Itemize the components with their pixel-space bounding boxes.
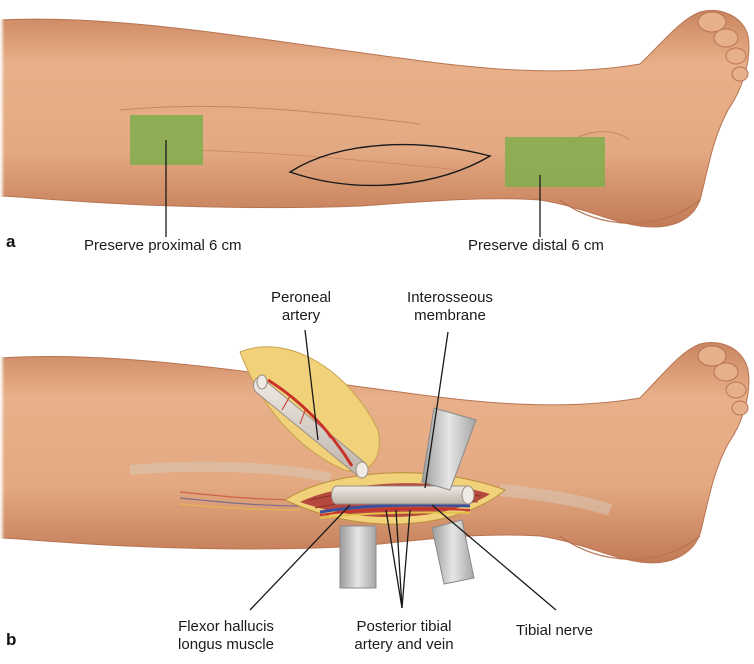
label-posterior-line2: artery and vein [354, 636, 454, 653]
retractor-top-right [421, 407, 477, 491]
label-peroneal-line1: Peroneal [270, 289, 332, 306]
label-flexor-line1: Flexor hallucis [178, 618, 274, 635]
label-peroneal-line2: artery [281, 307, 321, 324]
peroneal-leader-line [304, 329, 319, 441]
panel-a-leg [0, 10, 750, 237]
flexor-leader-line [249, 504, 351, 611]
preserve-distal-zone [505, 137, 605, 187]
posterior-tibial-leader-line-1 [385, 509, 403, 609]
incision-outline [288, 143, 492, 187]
label-tibial-nerve: Tibial nerve [516, 622, 593, 639]
posterior-tibial-leader-line-2 [395, 509, 403, 609]
peroneal-artery-vessel [267, 378, 354, 467]
label-interosseous-line2: membrane [414, 307, 486, 324]
label-peroneal-artery: Peroneal artery [264, 289, 338, 325]
label-flexor-line2: longus muscle [178, 636, 274, 653]
reflected-fat-flap [239, 346, 380, 472]
label-interosseous-membrane: Interosseous membrane [402, 289, 498, 325]
label-preserve-proximal: Preserve proximal 6 cm [84, 237, 242, 254]
label-preserve-distal: Preserve distal 6 cm [468, 237, 604, 254]
label-flexor-hallucis: Flexor hallucis longus muscle [170, 618, 282, 654]
label-interosseous-line1: Interosseous [407, 289, 493, 306]
label-posterior-line1: Posterior tibial [356, 618, 452, 635]
label-posterior-tibial: Posterior tibial artery and vein [346, 618, 462, 654]
tibial-nerve-leader-line [431, 504, 557, 611]
panel-a-letter: a [6, 232, 16, 251]
panel-b-letter: b [6, 630, 17, 649]
interosseous-leader-line [424, 331, 449, 489]
retractor-bottom-left [339, 525, 377, 589]
panel-b-leg [0, 329, 750, 611]
posterior-tibial-leader-line-3 [401, 509, 411, 609]
